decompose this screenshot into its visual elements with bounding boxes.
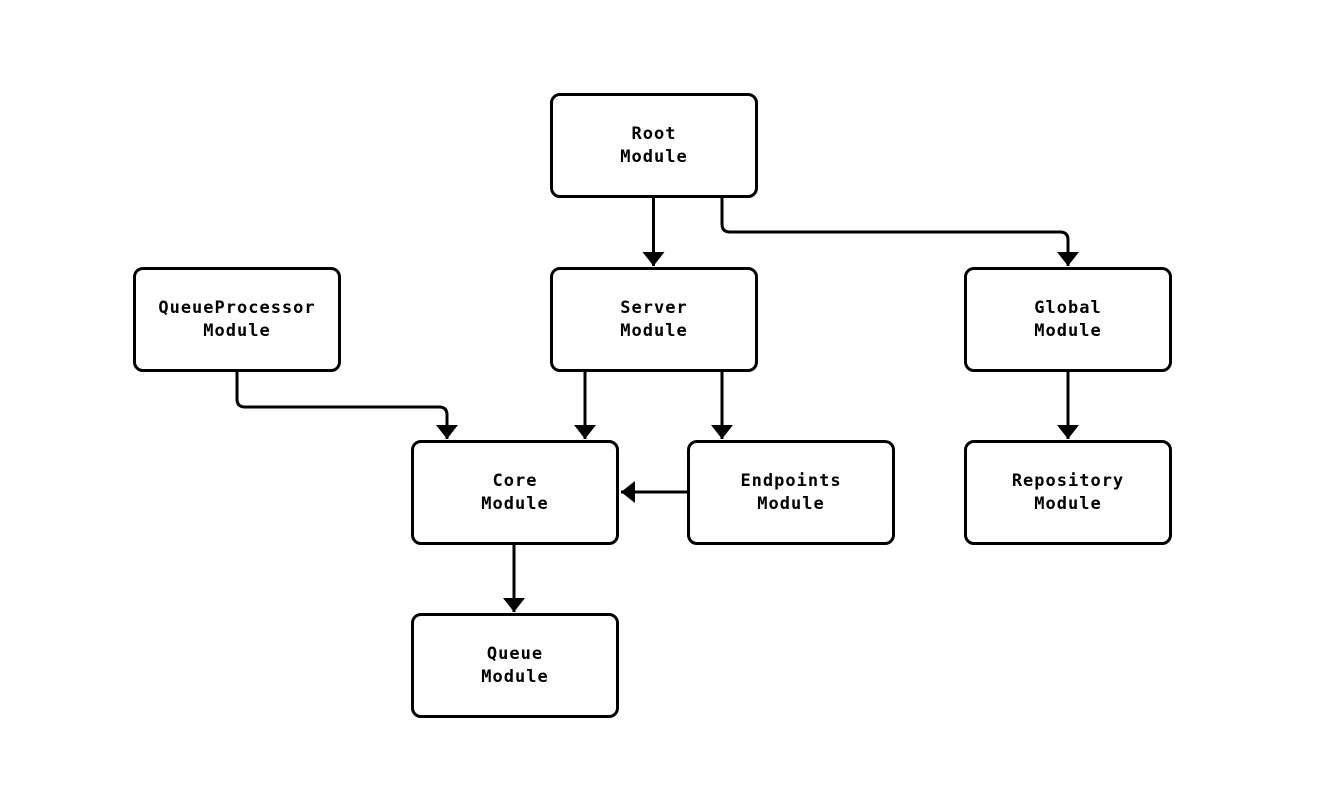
node-repository-module-label: Repository Module [1011,470,1125,514]
node-global-module: Global Module [964,267,1172,372]
edge-queueprocessor-to-core [235,371,458,439]
node-endpoints-module-label: Endpoints Module [740,470,842,514]
node-core-module: Core Module [411,440,619,545]
node-queue-module: Queue Module [411,613,619,718]
node-endpoints-module: Endpoints Module [687,440,895,545]
node-queueprocessor-module: QueueProcessor Module [133,267,341,372]
node-core-module-label: Core Module [481,470,549,514]
node-queue-module-label: Queue Module [481,643,549,687]
node-repository-module: Repository Module [964,440,1172,545]
node-server-module-label: Server Module [620,297,688,341]
node-server-module: Server Module [550,267,758,372]
node-queueprocessor-module-label: QueueProcessor Module [158,297,316,341]
edge-root-to-global [720,198,1079,266]
node-root-module-label: Root Module [620,123,688,167]
node-global-module-label: Global Module [1034,297,1102,341]
node-root-module: Root Module [550,93,758,198]
